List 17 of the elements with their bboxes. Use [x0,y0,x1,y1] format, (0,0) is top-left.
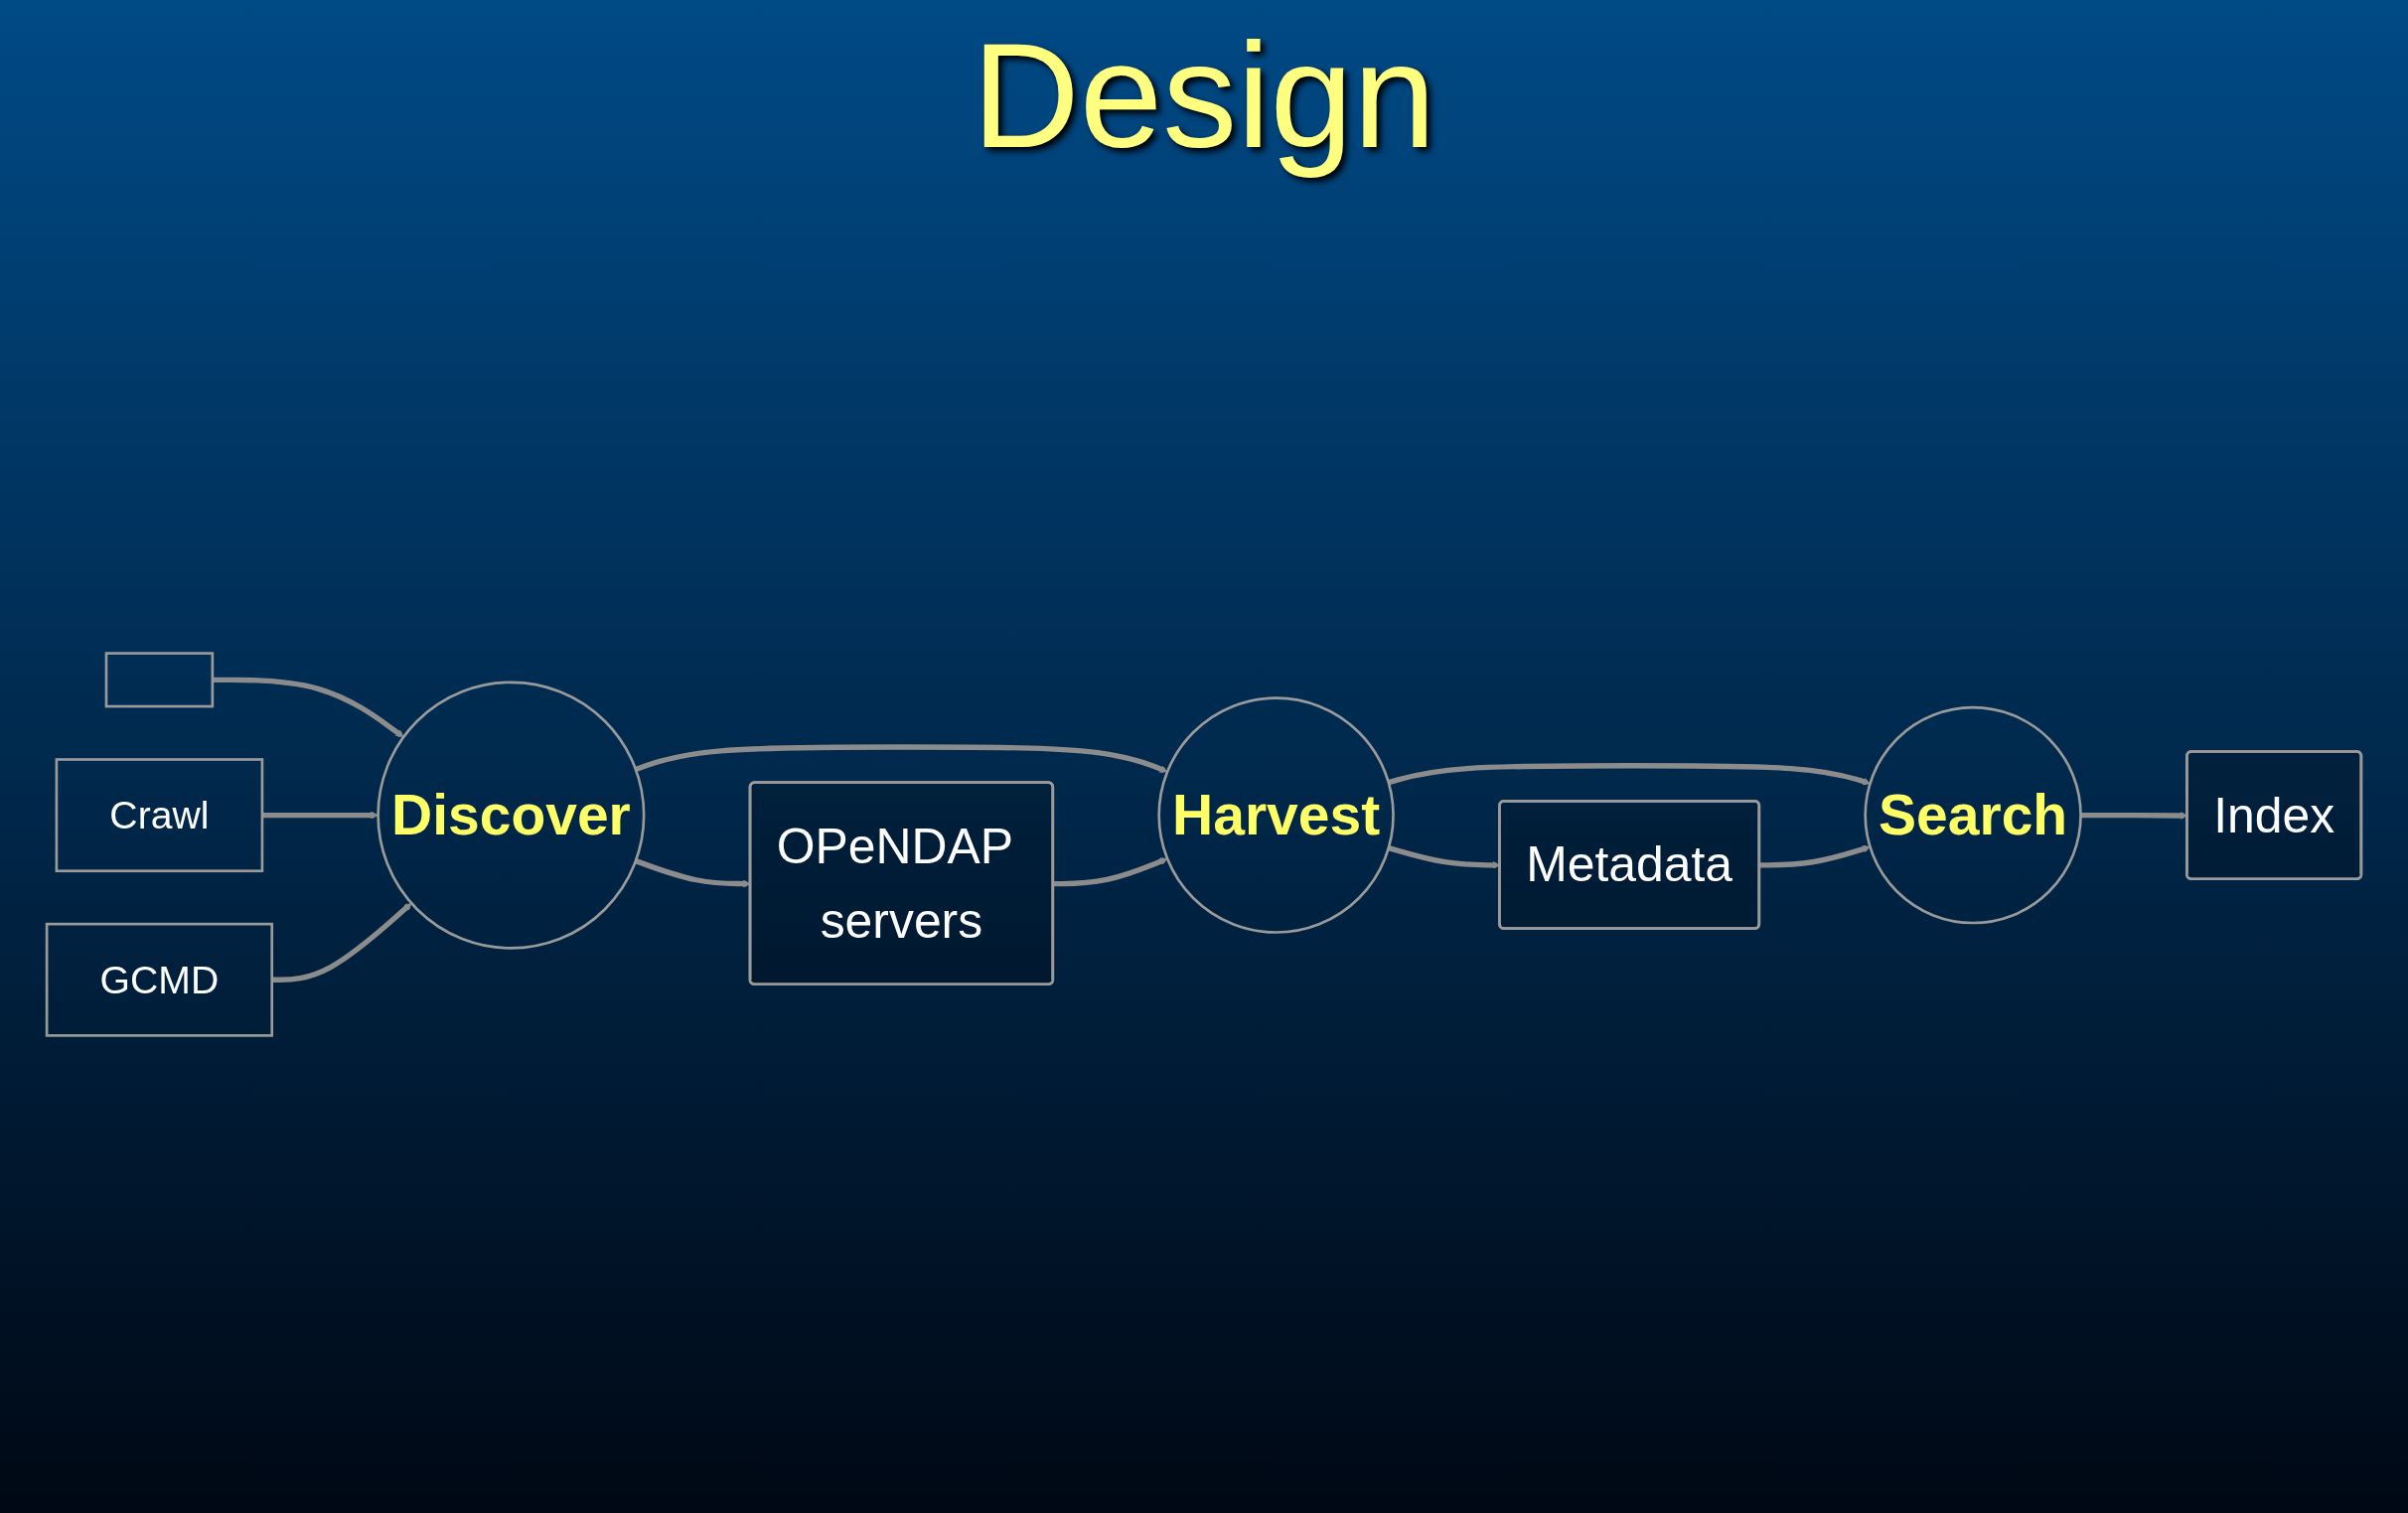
arrow [635,858,751,888]
arrow [635,744,1168,773]
node-box: Crawl [55,758,264,873]
node-circle: Harvest [1157,696,1395,934]
arrow [271,902,412,983]
node-circle: Discover [376,681,646,950]
slide-title: Design [971,11,1437,181]
node-box [104,652,215,708]
arrow [1388,845,1501,869]
node-circle: Search [1864,705,2082,925]
arrow [1759,844,1871,868]
arrow [2080,812,2188,820]
arrow [1053,857,1168,887]
arrow [212,677,404,738]
arrow [1388,763,1871,786]
arrow [261,811,378,820]
node-box: GCMD [45,922,274,1037]
